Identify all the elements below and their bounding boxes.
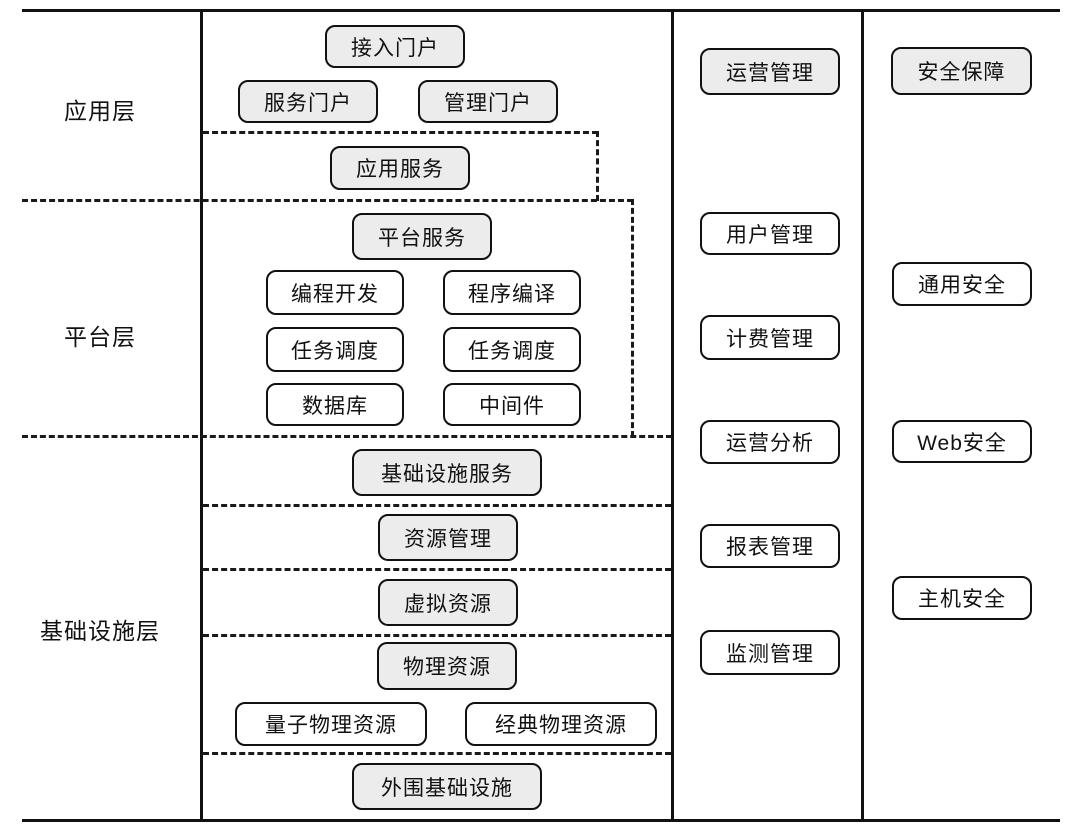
box-application-service: 应用服务: [330, 146, 470, 190]
layer-label-platform: 平台层: [64, 324, 136, 350]
divider-main-operations: [671, 9, 674, 822]
layer-label-infrastructure: 基础设施层: [40, 618, 160, 644]
box-middleware: 中间件: [443, 383, 581, 426]
box-virtual-resource: 虚拟资源: [378, 579, 518, 626]
dashed-app-service-right: [596, 131, 599, 201]
dashed-physical-resource-separator: [203, 752, 671, 755]
box-database: 数据库: [266, 383, 404, 426]
box-quantum-physical: 量子物理资源: [235, 702, 427, 746]
dashed-platform-infrastructure-separator: [22, 435, 672, 438]
box-infra-service: 基础设施服务: [352, 449, 542, 496]
box-resource-mgmt: 资源管理: [378, 514, 518, 561]
box-operations-analysis: 运营分析: [700, 420, 840, 464]
box-peripheral-infra: 外围基础设施: [352, 763, 542, 810]
box-general-security: 通用安全: [892, 262, 1032, 306]
dashed-platform-right: [631, 199, 634, 437]
dashed-application-platform-separator: [22, 199, 633, 202]
box-web-security: Web安全: [892, 420, 1032, 463]
box-service-portal: 服务门户: [238, 80, 378, 123]
dashed-infra-service-separator: [203, 504, 671, 507]
box-task-scheduling-left: 任务调度: [266, 327, 404, 372]
layer-label-application: 应用层: [64, 98, 136, 124]
dashed-virtual-resource-separator: [203, 634, 671, 637]
dashed-resource-mgmt-separator: [203, 568, 671, 571]
box-user-mgmt: 用户管理: [700, 212, 840, 255]
box-platform-service: 平台服务: [352, 213, 492, 260]
box-monitoring-mgmt: 监测管理: [700, 630, 840, 675]
box-access-portal: 接入门户: [325, 25, 465, 68]
frame-top-line: [22, 9, 1060, 12]
divider-operations-security: [861, 9, 864, 822]
box-programming-dev: 编程开发: [266, 270, 404, 315]
box-program-compile: 程序编译: [443, 270, 581, 315]
box-billing-mgmt: 计费管理: [700, 315, 840, 360]
dashed-app-service-top: [203, 131, 598, 134]
box-task-scheduling-right: 任务调度: [443, 327, 581, 372]
box-security-assurance: 安全保障: [891, 47, 1032, 95]
box-host-security: 主机安全: [892, 576, 1032, 620]
box-report-mgmt: 报表管理: [700, 524, 840, 568]
box-classical-physical: 经典物理资源: [465, 702, 657, 746]
box-management-portal: 管理门户: [418, 80, 558, 123]
box-physical-resource: 物理资源: [377, 642, 517, 690]
divider-labels-main: [200, 9, 203, 822]
box-operations-mgmt: 运营管理: [700, 48, 840, 95]
frame-bottom-line: [22, 819, 1060, 822]
